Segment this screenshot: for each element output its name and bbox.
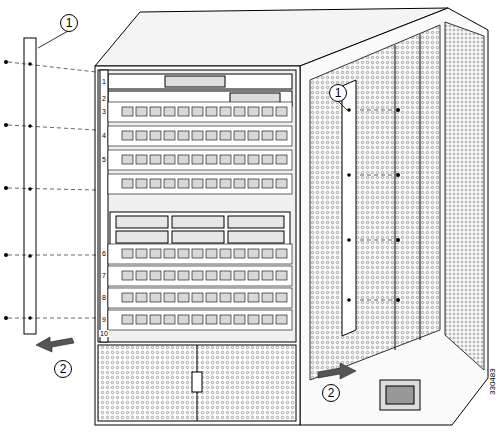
- slot-number: 3: [101, 108, 107, 115]
- slot-number: 4: [101, 132, 107, 139]
- slot-number: 1: [101, 78, 107, 85]
- slot-number: 9: [101, 316, 107, 323]
- slot-number: 7: [101, 272, 107, 279]
- callout-number: 2: [54, 360, 72, 378]
- figure-number: 330483: [489, 368, 497, 395]
- callout-number: 2: [322, 384, 340, 402]
- slot-number: 8: [101, 294, 107, 301]
- slot-number: 5: [101, 156, 107, 163]
- callout-number: 1: [329, 84, 347, 102]
- slot-number: 2: [101, 95, 107, 102]
- callout-number: 1: [60, 14, 78, 32]
- slot-number: 6: [101, 250, 107, 257]
- slot-number: 10: [99, 330, 109, 337]
